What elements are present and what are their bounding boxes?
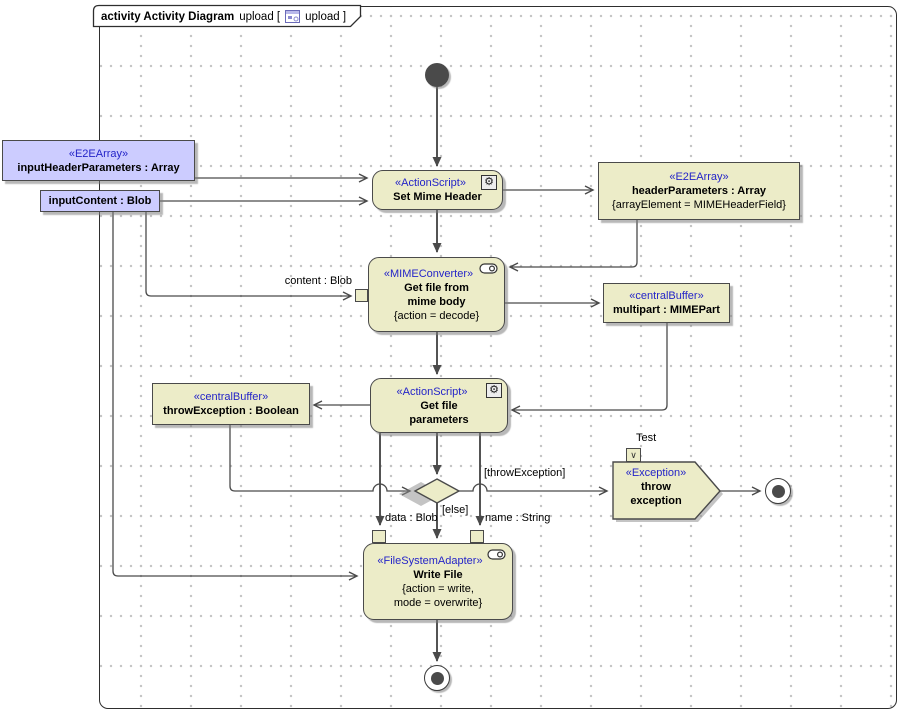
action-get-file-parameters[interactable]: «ActionScript» Get file parameters ⚙ [370,378,508,433]
frame-context-suffix: upload ] [305,10,347,23]
stereotype-label: «E2EArray» [669,171,729,183]
gear-icon: ⚙ [481,175,497,190]
constraint-label: {action = write, mode = overwrite} [393,582,483,609]
object-node-headerparameters[interactable]: «E2EArray» headerParameters : Array {arr… [598,162,800,220]
decision-node[interactable] [413,478,461,504]
edge-headerparameters-to-get-file-from-mime-body[interactable] [508,220,638,272]
throw-exception-text: «Exception» throw exception [613,466,699,508]
stereotype-label: «MIMEConverter» [383,267,474,280]
test-value-pin[interactable]: ∨ [626,448,641,462]
edge-label-data[interactable]: data : Blob [385,512,438,524]
edge-label-name[interactable]: name : String [485,512,551,524]
activity-final-inner [430,671,444,685]
stereotype-label: «centralBuffer» [193,391,269,403]
object-node-inputheaderparameters[interactable]: «E2EArray» inputHeaderParameters : Array [2,140,195,181]
content-input-pin[interactable] [355,289,368,302]
action-get-file-from-mime-body[interactable]: «MIMEConverter» Get file from mime body … [368,257,505,332]
action-name: Set Mime Header [393,191,482,203]
action-name: Write File [413,568,463,581]
edge-inputcontent-to-write-file[interactable] [112,212,359,581]
constraint-label: {action = decode} [393,309,480,322]
central-buffer-multipart[interactable]: «centralBuffer» multipart : MIMEPart [603,283,730,323]
frame-context-prefix: upload [ [239,10,281,23]
data-input-pin[interactable] [372,530,386,543]
initial-node[interactable] [425,63,449,87]
test-pin-label[interactable]: Test [636,432,657,444]
throw-exception-node[interactable] [612,461,721,520]
activity-final-inner [771,484,785,498]
frame-kind-and-name: activity Activity Diagram [101,11,234,23]
stereotype-label: «FileSystemAdapter» [377,554,483,567]
stereotype-label: «Exception» [625,467,687,479]
edge-multipart-to-get-file-parameters[interactable] [510,323,668,415]
converter-icon [479,263,498,274]
activity-diagram-icon [285,10,301,23]
chevron-down-icon: ∨ [630,450,637,460]
stereotype-label: «ActionScript» [396,385,468,398]
edge-label-content[interactable]: content : Blob [284,275,352,287]
action-name: throw exception [630,481,682,507]
object-node-name: inputContent : Blob [48,195,152,207]
edge-decision-to-throw-exception[interactable] [459,483,609,496]
stereotype-label: «E2EArray» [68,147,129,160]
edge-inputcontent-to-content-pin[interactable] [145,212,353,301]
stereotype-label: «ActionScript» [395,177,466,189]
frame-kind: activity [101,10,141,23]
action-name: Get file parameters [409,399,469,426]
object-node-inputcontent[interactable]: inputContent : Blob [40,190,160,212]
action-name: Get file from mime body [404,281,469,308]
constraint-label: {arrayElement = MIMEHeaderField} [612,199,786,211]
edge-throwexception-buffer-to-decision[interactable] [229,425,412,496]
gear-icon: ⚙ [486,383,502,398]
action-write-file[interactable]: «FileSystemAdapter» Write File {action =… [363,543,513,620]
buffer-name: multipart : MIMEPart [613,304,720,316]
activity-final-node-bottom[interactable] [424,665,450,691]
action-set-mime-header[interactable]: «ActionScript» Set Mime Header ⚙ [372,170,503,210]
edge-label-guard-else[interactable]: [else] [442,504,469,516]
buffer-name: throwException : Boolean [163,405,299,417]
adapter-icon [487,549,506,560]
central-buffer-throwexception[interactable]: «centralBuffer» throwException : Boolean [152,383,310,425]
object-node-name: headerParameters : Array [631,185,767,197]
stereotype-label: «centralBuffer» [629,290,704,302]
frame-diagram-name: Activity Diagram [143,10,235,23]
name-input-pin[interactable] [470,530,484,543]
activity-final-node-right[interactable] [765,478,791,504]
edge-label-guard-throwexception[interactable]: [throwException] [484,467,566,479]
diagram-tab-text: activity Activity Diagram upload [ uploa… [101,8,346,25]
object-node-name: inputHeaderParameters : Array [17,161,180,174]
